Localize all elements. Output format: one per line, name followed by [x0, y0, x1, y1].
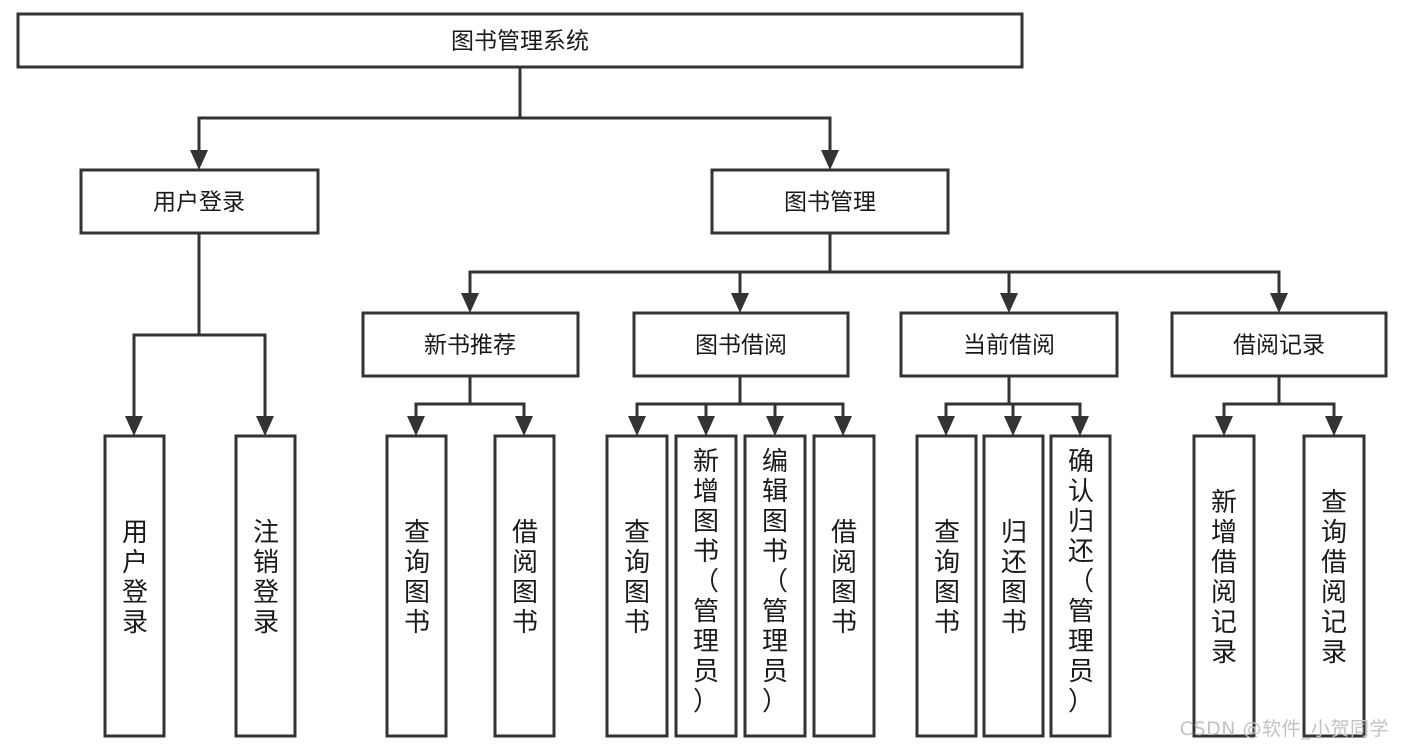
arrow-to-current-borrow [1000, 293, 1018, 313]
arrow-to-user-login [190, 150, 208, 170]
node-book-borrow-label: 图书借阅 [695, 333, 787, 359]
node-leaf-query-book-1-label: 查询图书 [404, 518, 430, 638]
node-leaf-add-borrow-record-label: 新增借阅记录 [1211, 488, 1237, 668]
arrow-to-new-book-recommend [461, 293, 479, 313]
node-leaf-user-login-label: 用户登录 [122, 518, 148, 638]
arrow-leaf-borrow-book-1 [515, 416, 533, 436]
node-book-borrow[interactable]: 图书借阅 [632, 311, 850, 378]
node-leaf-confirm-return-admin-label: 确认归还（管理员） [1068, 447, 1094, 717]
arrow-leaf-add-book-admin [697, 416, 715, 436]
node-leaf-add-book-admin-label: 新增图书（管理员） [693, 447, 719, 717]
node-leaf-query-borrow-record-box[interactable] [1302, 434, 1366, 738]
node-leaf-edit-book-admin-box[interactable] [743, 434, 807, 738]
arrow-leaf-confirm-return-admin [1071, 416, 1089, 436]
node-leaf-add-book-admin[interactable]: 新增图书（管理员） [674, 434, 738, 738]
csdn-watermark: CSDN @软件_小贺同学 [1179, 718, 1389, 740]
node-leaf-query-book-3-label: 查询图书 [934, 518, 960, 638]
node-current-borrow-box[interactable] [899, 311, 1119, 378]
node-leaf-query-book-3-box[interactable] [915, 434, 978, 738]
node-root-label: 图书管理系统 [451, 29, 589, 55]
node-leaf-confirm-return-admin-box[interactable] [1049, 434, 1112, 738]
node-user-login-box[interactable] [79, 168, 320, 235]
node-leaf-user-login-box[interactable] [103, 434, 166, 738]
arrow-leaf-return-book [1004, 416, 1022, 436]
arrow-leaf-add-borrow-record [1215, 416, 1233, 436]
arrow-leaf-edit-book-admin [766, 416, 784, 436]
node-book-manage[interactable]: 图书管理 [710, 168, 950, 235]
node-leaf-add-borrow-record-box[interactable] [1192, 434, 1256, 738]
arrow-leaf-query-book-2 [628, 416, 646, 436]
node-leaf-edit-book-admin-label: 编辑图书（管理员） [762, 447, 788, 717]
node-leaf-borrow-book-2[interactable]: 借阅图书 [812, 434, 876, 738]
node-user-login[interactable]: 用户登录 [79, 168, 320, 235]
node-root-box[interactable] [16, 12, 1024, 69]
node-leaf-borrow-book-2-box[interactable] [812, 434, 876, 738]
node-new-book-recommend-box[interactable] [361, 311, 580, 378]
node-leaf-query-borrow-record-label: 查询借阅记录 [1321, 488, 1347, 668]
arrow-leaf-query-book-1 [407, 416, 425, 436]
node-user-login-label: 用户登录 [153, 190, 245, 216]
connector-group [125, 65, 1343, 436]
node-book-manage-box[interactable] [710, 168, 950, 235]
arrow-leaf-borrow-book-2 [834, 416, 852, 436]
arrow-leaf-query-book-3 [937, 416, 955, 436]
node-leaf-add-borrow-record[interactable]: 新增借阅记录 [1192, 434, 1256, 738]
node-leaf-logout-login[interactable]: 注销登录 [234, 434, 297, 738]
node-leaf-query-book-1[interactable]: 查询图书 [385, 434, 448, 738]
node-borrow-record[interactable]: 借阅记录 [1170, 311, 1388, 378]
node-root[interactable]: 图书管理系统 [16, 12, 1024, 69]
node-leaf-add-book-admin-box[interactable] [674, 434, 738, 738]
node-leaf-query-book-2-label: 查询图书 [624, 518, 650, 638]
node-leaf-return-book-label: 归还图书 [1001, 518, 1027, 638]
node-leaf-logout-login-box[interactable] [234, 434, 297, 738]
node-leaf-borrow-book-1-box[interactable] [493, 434, 556, 738]
arrow-to-borrow-record [1270, 293, 1288, 313]
arrow-leaf-user-login [125, 416, 143, 436]
node-current-borrow[interactable]: 当前借阅 [899, 311, 1119, 378]
node-new-book-recommend[interactable]: 新书推荐 [361, 311, 580, 378]
node-leaf-return-book[interactable]: 归还图书 [982, 434, 1045, 738]
node-leaf-borrow-book-2-label: 借阅图书 [831, 518, 857, 638]
node-leaf-query-borrow-record[interactable]: 查询借阅记录 [1302, 434, 1366, 738]
node-leaf-query-book-1-box[interactable] [385, 434, 448, 738]
node-leaf-query-book-2[interactable]: 查询图书 [605, 434, 669, 738]
node-leaf-query-book-2-box[interactable] [605, 434, 669, 738]
node-leaf-borrow-book-1-label: 借阅图书 [512, 518, 538, 638]
node-leaf-edit-book-admin[interactable]: 编辑图书（管理员） [743, 434, 807, 738]
arrow-to-book-manage [821, 150, 839, 170]
node-borrow-record-box[interactable] [1170, 311, 1388, 378]
arrow-leaf-query-borrow-record [1325, 416, 1343, 436]
node-leaf-logout-login-label: 注销登录 [253, 518, 279, 638]
node-leaf-borrow-book-1[interactable]: 借阅图书 [493, 434, 556, 738]
node-book-borrow-box[interactable] [632, 311, 850, 378]
arrow-leaf-logout-login [256, 416, 274, 436]
node-new-book-recommend-label: 新书推荐 [424, 333, 516, 359]
node-leaf-query-book-3[interactable]: 查询图书 [915, 434, 978, 738]
node-book-manage-label: 图书管理 [784, 190, 876, 216]
node-leaf-user-login[interactable]: 用户登录 [103, 434, 166, 738]
node-leaf-return-book-box[interactable] [982, 434, 1045, 738]
node-borrow-record-label: 借阅记录 [1233, 333, 1325, 359]
node-leaf-confirm-return-admin[interactable]: 确认归还（管理员） [1049, 434, 1112, 738]
arrow-to-book-borrow [731, 293, 749, 313]
node-current-borrow-label: 当前借阅 [963, 333, 1055, 359]
